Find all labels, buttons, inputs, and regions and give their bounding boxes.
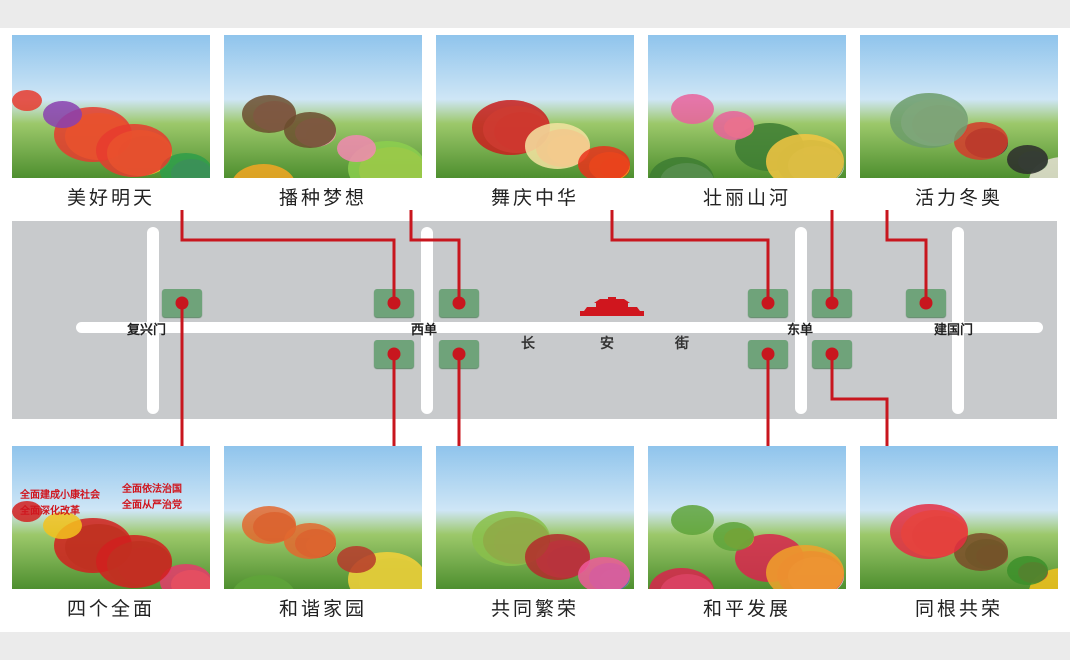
great-wall-waterfall-scene-photo [648,35,846,178]
location-dot [452,347,466,361]
decoration-shape [890,504,968,559]
dongdan-road [795,227,807,414]
top-3-caption: 舞庆中华 [490,187,579,209]
top-2-caption: 播种梦想 [278,187,367,209]
decoration-shape [337,546,376,574]
location-dot [175,296,189,310]
changan-avenue-road [76,322,1043,333]
decoration-shape [43,512,82,540]
label-dongdan: 东单 [787,323,814,338]
decoration-shape [231,575,296,589]
connector-line [830,354,889,446]
decoration-shape [649,157,714,178]
top-4-caption: 壮丽山河 [702,187,791,209]
bottom-5-caption: 同根共荣 [914,598,1003,620]
slogan-text: 全面依法治国 [122,484,182,495]
fuxingmen-road [147,227,159,414]
label-xidan: 西单 [411,323,438,338]
decoration-shape [578,146,630,178]
bottom-4-caption: 和平发展 [702,598,791,620]
decoration-shape [1007,556,1048,585]
decoration-shape [766,134,844,178]
decoration-shape [671,94,714,125]
location-dot [452,296,466,310]
peace-dove-scene-photo [648,446,846,589]
decoration-shape [284,523,336,560]
connector-line [409,210,461,303]
xidan-road [421,227,433,414]
decoration-shape [890,93,968,148]
bottom-2-caption: 和谐家园 [278,598,367,620]
bottom-1-caption: 四个全面 [66,598,155,620]
jianguomen-road [952,227,964,414]
location-dot [825,347,839,361]
map-area [12,221,1057,419]
four-comprehensives-slogan-scene-photo: 全面建成小康社会 全面依法治国全面深化改革 全面从严治党 [12,446,210,589]
decoration-shape [1007,145,1048,174]
decoration-shape [337,135,376,163]
location-dot [825,296,839,310]
high-speed-train-scene-photo [436,446,634,589]
dancing-ribbon-sculpture-photo [436,35,634,178]
label-fuxingmen: 复兴门 [127,323,167,338]
street-char-1: 长 [521,336,535,352]
location-dot [387,347,401,361]
decoration-shape [12,501,42,522]
harmonious-home-scene-photo [224,446,422,589]
street-char-2: 安 [600,336,614,352]
flowering-tree-scene-photo [860,446,1058,589]
tiananmen-icon [580,297,644,316]
decoration-shape [713,522,754,551]
rocket-and-fish-flower-scene-photo [12,35,210,178]
connector-line [610,210,770,303]
tree-house-flower-scene-photo [224,35,422,178]
location-dot [387,296,401,310]
bottom-3-caption: 共同繁荣 [490,598,579,620]
connector-line [885,210,928,303]
connector-line [180,210,396,303]
decoration-shape [649,568,714,589]
winter-olympics-skaters-scene-photo [860,35,1058,178]
decoration-shape [96,535,172,589]
location-dot [761,347,775,361]
slogan-text: 全面从严治党 [122,500,182,511]
label-jianguomen: 建国门 [934,323,974,338]
decoration-shape [12,90,42,111]
decoration-shape [284,112,336,149]
decoration-shape [231,164,296,178]
decoration-shape [671,505,714,536]
top-5-caption: 活力冬奥 [914,187,1003,209]
top-1-caption: 美好明天 [66,187,155,209]
decoration-shape [43,101,82,129]
location-dot [761,296,775,310]
location-dot [919,296,933,310]
slogan-text: 全面建成小康社会 [20,490,100,501]
decoration-shape [96,124,172,178]
decoration-shape [713,111,754,140]
decoration-shape [578,557,630,589]
slogan-text: 全面深化改革 [20,506,80,517]
street-char-3: 街 [675,336,689,352]
decoration-shape [766,545,844,589]
